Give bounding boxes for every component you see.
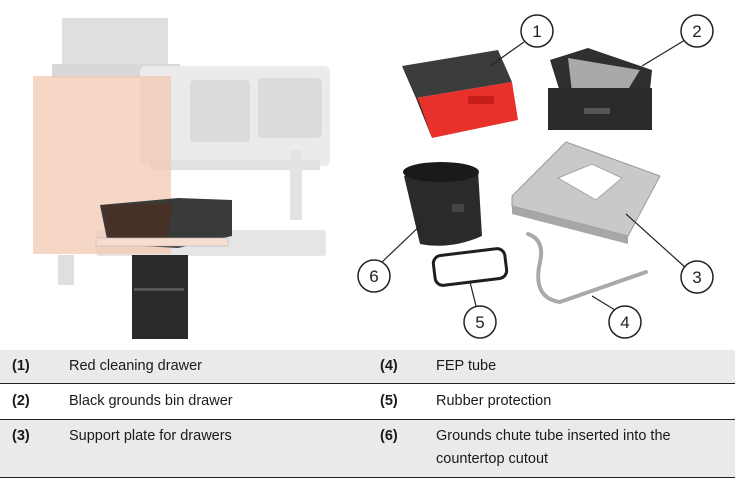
legend-number: (6)	[380, 428, 398, 444]
rubber-protection-illustration	[431, 247, 509, 287]
legend-row: (1) Red cleaning drawer (4) FEP tube	[0, 350, 735, 384]
callout-3: 3	[680, 260, 714, 294]
grounds-chute-tube-illustration	[403, 162, 482, 246]
legend-table: (1) Red cleaning drawer (4) FEP tube (2)…	[0, 350, 735, 478]
legend-label: Black grounds bin drawer	[69, 393, 233, 409]
black-grounds-bin-drawer-illustration	[548, 48, 652, 130]
callout-5: 5	[463, 305, 497, 339]
svg-text:4: 4	[620, 313, 629, 332]
fep-tube-illustration	[526, 232, 648, 305]
svg-text:2: 2	[692, 22, 701, 41]
red-cleaning-drawer-illustration	[402, 50, 518, 138]
legend-number: (3)	[12, 428, 30, 444]
svg-text:5: 5	[475, 313, 484, 332]
legend-label: Support plate for drawers	[69, 428, 232, 444]
callout-6: 6	[357, 259, 391, 293]
legend-label: Red cleaning drawer	[69, 358, 202, 374]
legend-number: (4)	[380, 358, 398, 374]
legend-row: (3) Support plate for drawers (6) Ground…	[0, 420, 735, 478]
illustration-svg: 1 2 3 4 5 6	[33, 14, 714, 339]
legend-row: (2) Black grounds bin drawer (5) Rubber …	[0, 384, 735, 420]
svg-text:1: 1	[532, 22, 541, 41]
svg-text:3: 3	[692, 268, 701, 287]
callout-4: 4	[608, 305, 642, 339]
product-illustration: 1 2 3 4 5 6	[33, 14, 714, 339]
legend-label: Grounds chute tube inserted into the cou…	[436, 428, 671, 467]
installed-drawer	[95, 198, 232, 339]
callout-1: 1	[520, 14, 554, 48]
support-plate-illustration	[511, 141, 661, 244]
legend-number: (2)	[12, 393, 30, 409]
legend-number: (5)	[380, 393, 398, 409]
svg-text:6: 6	[369, 267, 378, 286]
legend-number: (1)	[12, 358, 30, 374]
callout-2: 2	[680, 14, 714, 48]
legend-label: FEP tube	[436, 358, 497, 374]
legend-label: Rubber protection	[436, 393, 552, 409]
callout-leader-lines	[381, 39, 687, 311]
